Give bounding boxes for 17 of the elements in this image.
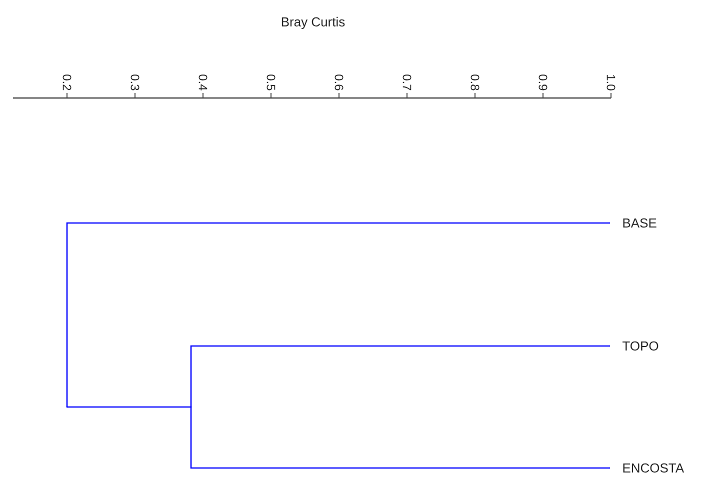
leaf-label: BASE bbox=[623, 218, 656, 228]
tick-label: 0.5 bbox=[266, 74, 276, 90]
dendrogram-branch bbox=[190, 406, 610, 469]
tick-label: 1.0 bbox=[606, 75, 616, 90]
dendrogram-branch bbox=[66, 222, 610, 407]
dendrogram-branch bbox=[67, 406, 191, 408]
tick-label: 0.9 bbox=[538, 74, 548, 90]
tick-label: 0.4 bbox=[198, 74, 208, 90]
leaf-label: TOPO bbox=[622, 341, 658, 351]
leaf-label: ENCOSTA bbox=[623, 463, 684, 473]
tick-label: 0.7 bbox=[402, 74, 412, 90]
tick-label: 0.6 bbox=[334, 74, 344, 90]
tick-label: 0.2 bbox=[62, 74, 72, 90]
tick-label: 0.3 bbox=[130, 74, 140, 90]
tick-label: 0.8 bbox=[470, 74, 480, 90]
axis-title: Bray Curtis bbox=[282, 16, 345, 30]
dendrogram-branch bbox=[190, 345, 610, 407]
